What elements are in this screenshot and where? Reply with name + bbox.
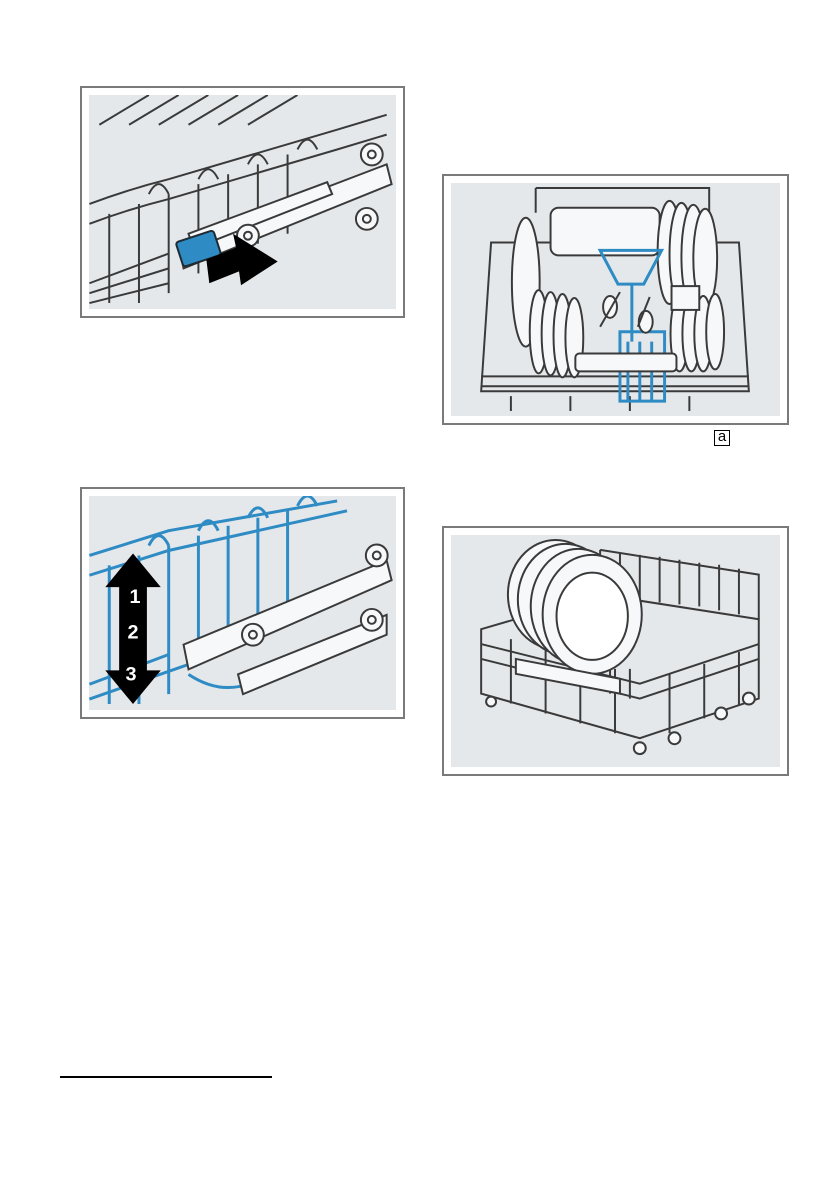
rack-height-figure: 1 2 3 [80, 487, 405, 719]
rack-release-figure [80, 86, 405, 318]
basket-handle-front [575, 354, 676, 372]
lower-rack-figure [442, 526, 789, 776]
height-label-3: 3 [126, 663, 137, 685]
dish-bowl [551, 208, 660, 256]
loaded-rack-illustration [451, 183, 780, 416]
height-label-2: 2 [128, 622, 139, 644]
rack-release-illustration [89, 95, 396, 309]
cutlery-basket [600, 250, 664, 401]
plates [508, 540, 642, 674]
lower-rack-illustration [451, 535, 780, 767]
rack-height-illustration: 1 2 3 [89, 496, 396, 710]
footnote-divider [60, 1076, 272, 1078]
callout-marker [672, 286, 700, 310]
loaded-rack-figure [442, 174, 789, 425]
height-label-1: 1 [129, 586, 140, 608]
callout-label: a [714, 430, 730, 446]
rack-wheels [486, 693, 755, 754]
cutlery [600, 292, 653, 333]
